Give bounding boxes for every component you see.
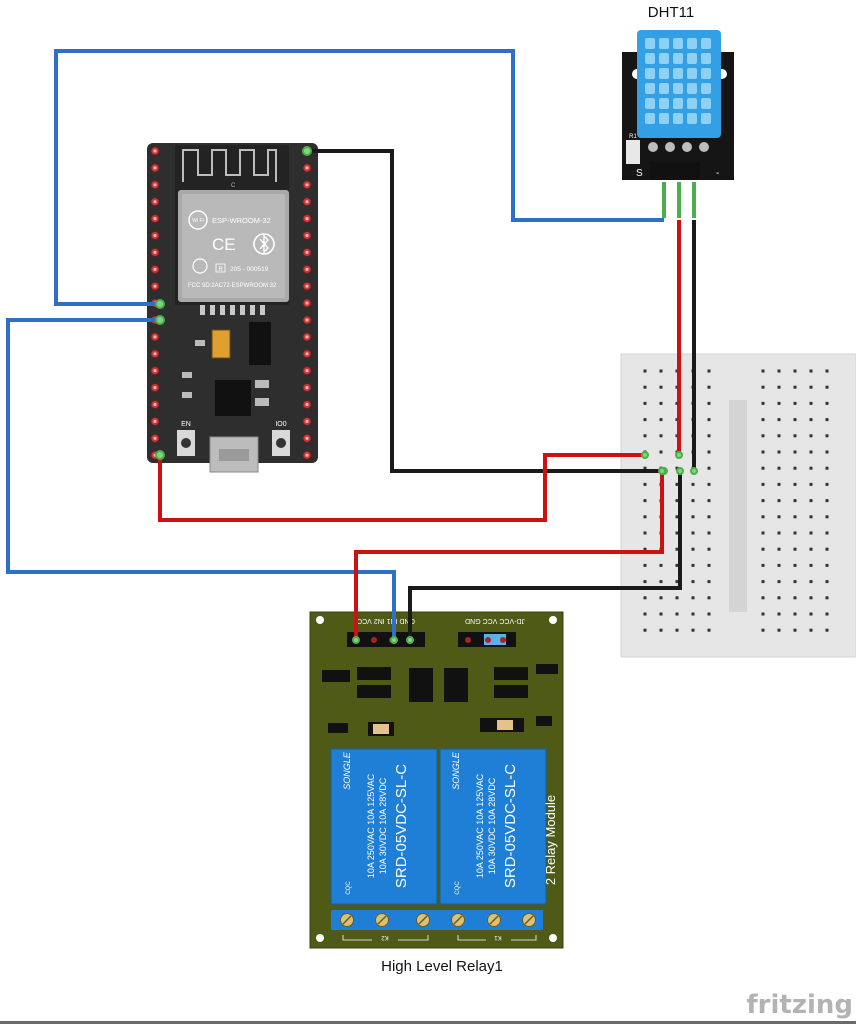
- module-name: ESP-WROOM-32: [212, 216, 271, 225]
- antenna-trace: [182, 149, 277, 182]
- relay-k2-rating-2: 10A 30VDC 10A 28VDC: [378, 777, 388, 874]
- wire-blue-dht-data: [54, 49, 664, 306]
- wifi-logo-text: Wi Fi: [192, 218, 203, 224]
- relay-k1-rating-1: 10A 250VAC 10A 125VAC: [475, 773, 485, 878]
- relay-k2-rating-1: 10A 250VAC 10A 125VAC: [366, 773, 376, 878]
- relay-k1: [439, 748, 547, 905]
- k1-label: K1: [494, 934, 502, 940]
- r-mark: R: [218, 267, 223, 273]
- r1-label: R1: [629, 134, 637, 140]
- dht11-title: DHT11: [648, 4, 694, 21]
- relay-k1-cqc: CQC: [455, 881, 461, 895]
- relay-header-right-label: JD-VCC VCC GND: [465, 617, 525, 624]
- dht11-vent-grid: [645, 38, 711, 124]
- relay-module-title: 2 Relay Module: [543, 795, 558, 885]
- pin-minus-label: -: [716, 168, 719, 179]
- wire-red-esp-vcc: [158, 453, 645, 522]
- fritzing-watermark: fritzing: [746, 990, 853, 1020]
- wire-black-esp-gnd: [307, 149, 664, 473]
- relay-k1-brand: SONGLE: [451, 751, 461, 790]
- dht11-sensor: R1 S -: [622, 30, 734, 218]
- relay-caption: High Level Relay1: [381, 958, 503, 975]
- relay-k1-model: SRD-05VDC-SL-C: [502, 764, 519, 888]
- relay-k2-model: SRD-05VDC-SL-C: [393, 764, 410, 888]
- wire-blue-relay-in: [6, 318, 396, 640]
- bottom-border: [0, 1021, 856, 1024]
- relay-header-left-label: GND IN1 IN2 VCC: [357, 617, 415, 624]
- relay-k2-cqc: CQC: [346, 881, 352, 895]
- bluetooth-icon: [259, 234, 269, 254]
- antenna-mark: C: [231, 183, 236, 189]
- esp32-board: C Wi Fi ESP-WROOM-32 CE R 205 - 000519 F…: [147, 143, 318, 473]
- usb-port: [209, 436, 259, 473]
- screw-terminals: [340, 913, 536, 927]
- en-button-label: EN: [181, 421, 191, 428]
- wire-black-relay-gnd: [408, 471, 682, 640]
- wires: [6, 49, 698, 644]
- wifi-logo-icon: [188, 210, 208, 230]
- module-code: 205 - 000519: [230, 266, 269, 273]
- io0-button-label: IO0: [275, 421, 286, 428]
- fcc-id: FCC 9D:2AC72-ESPWROOM 32: [188, 283, 277, 289]
- giteki-mark-icon: [192, 258, 208, 274]
- breadboard: [620, 353, 856, 658]
- ce-mark: CE: [212, 235, 236, 254]
- relay-k2: [330, 748, 438, 905]
- relay-k2-brand: SONGLE: [342, 751, 352, 790]
- relay-k1-rating-2: 10A 30VDC 10A 28VDC: [487, 777, 497, 874]
- bluetooth-certification-icon: [253, 233, 275, 255]
- k2-label: K2: [381, 934, 389, 940]
- pin-s-label: S: [636, 168, 643, 179]
- wire-red-relay-vcc: [354, 471, 664, 640]
- relay-module: GND IN1 IN2 VCC JD-VCC VCC GND SONGLE 10A…: [309, 611, 564, 949]
